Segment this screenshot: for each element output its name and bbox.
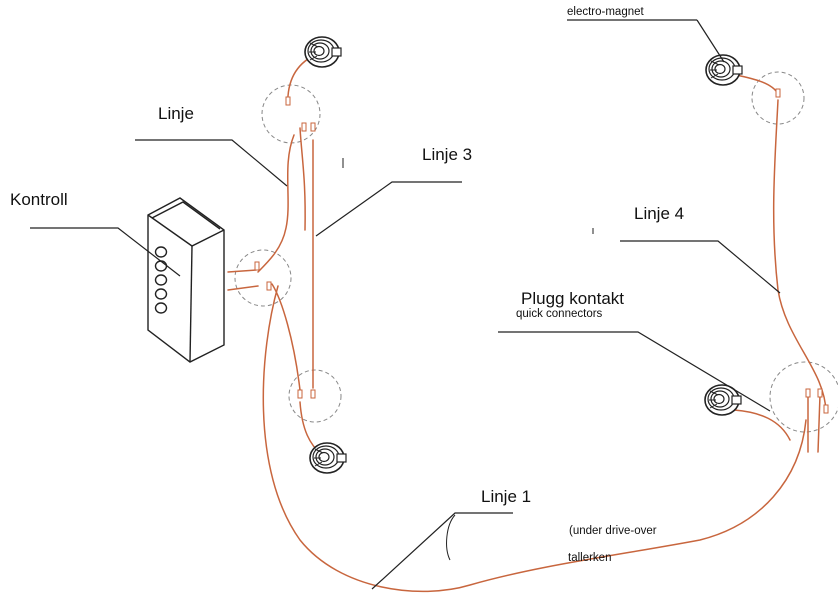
leader-linje	[135, 139, 288, 187]
electro-magnet-icon	[304, 36, 342, 68]
leader-kontroll	[30, 227, 181, 277]
cable-linje1	[262, 285, 807, 593]
leader-linje4	[620, 240, 781, 294]
label-linje1: Linje 1	[481, 487, 532, 506]
label-linje3: Linje 3	[422, 145, 473, 164]
cable-linje4	[772, 99, 827, 413]
cable-bottom-right-magnet	[733, 409, 791, 441]
leader-linje1	[371, 512, 513, 590]
leader-electro-magnet	[696, 19, 725, 63]
connector-circle-bottom-left	[288, 369, 342, 423]
label-under-drive-over: (under drive-over	[569, 525, 657, 537]
connector-circle-top-right	[751, 71, 805, 125]
connector-circle-bottom-right	[769, 361, 838, 433]
electro-magnet-icon	[309, 442, 347, 474]
label-linje4: Linje 4	[634, 204, 685, 223]
connector-circle-control	[234, 249, 292, 307]
label-kontroll: Kontroll	[10, 190, 68, 209]
cable-linje	[257, 134, 295, 273]
leader-linje3	[315, 181, 462, 237]
leader-plugg	[498, 331, 771, 412]
label-quick-connectors: quick connectors	[516, 308, 603, 320]
connector-circle-top-left	[261, 84, 321, 144]
label-plugg-kontakt: Plugg kontakt	[521, 289, 625, 308]
label-tallerken: tallerken	[568, 552, 612, 564]
electro-magnet-icon	[705, 54, 743, 86]
control-box-icon	[147, 197, 225, 363]
label-electro-magnet: electro-magnet	[567, 6, 644, 18]
label-linje: Linje	[158, 104, 194, 123]
